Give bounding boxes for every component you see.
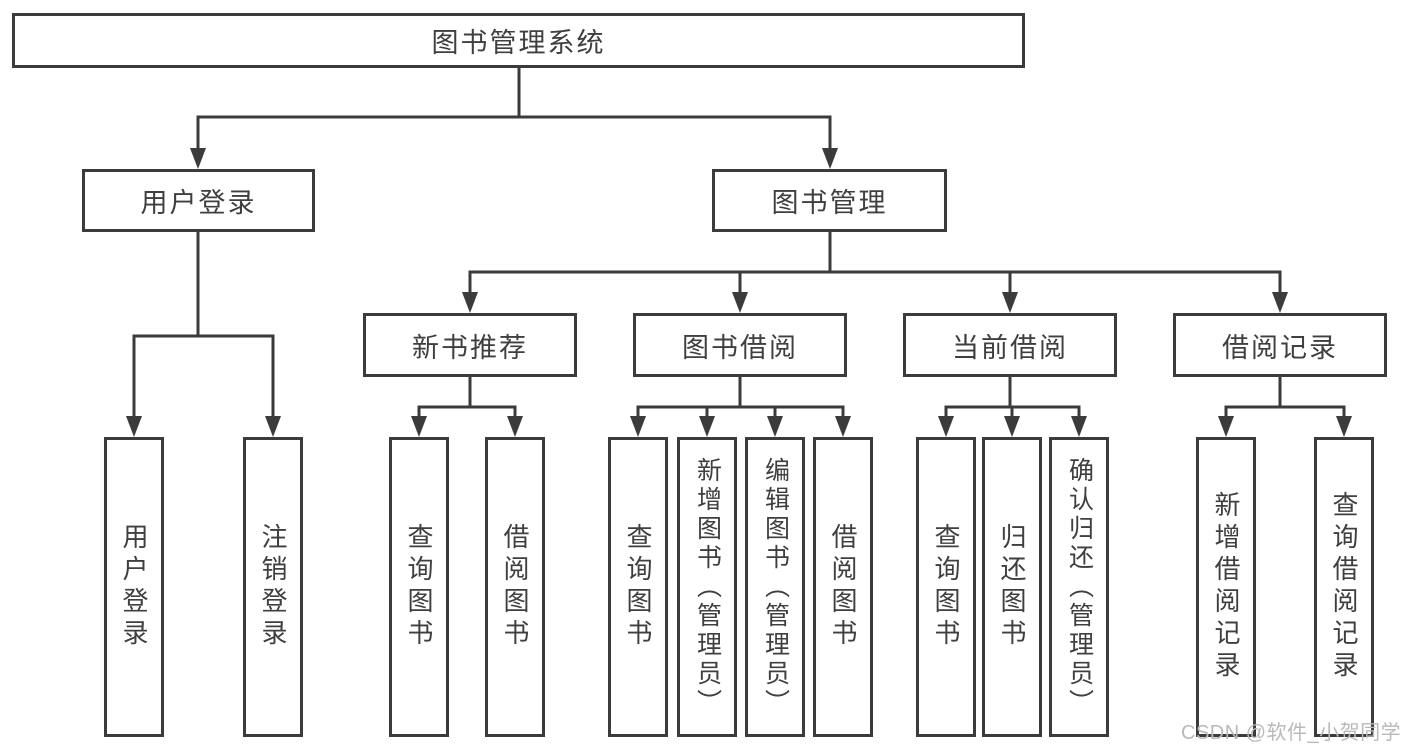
arrowheads <box>126 148 1352 437</box>
leaf-logout-label: 注销登录 <box>258 523 288 651</box>
leaf-borrow-book-2-label: 借阅图书 <box>828 523 858 651</box>
leaf-query-borrow-record: 查询借阅记录 <box>1314 437 1374 737</box>
node-new-book-recommend: 新书推荐 <box>363 313 577 377</box>
leaf-add-book-admin: 新增图书（管理员） <box>677 437 737 737</box>
node-borrowing-records-label: 借阅记录 <box>1222 332 1338 363</box>
leaf-borrow-book-2: 借阅图书 <box>813 437 873 737</box>
leaf-add-book-admin-label: 新增图书（管理员） <box>693 456 722 718</box>
leaf-query-book-3: 查询图书 <box>916 437 976 737</box>
node-book-management-label: 图书管理 <box>771 188 888 218</box>
node-new-book-recommend-label: 新书推荐 <box>412 332 528 363</box>
leaf-borrow-book-1: 借阅图书 <box>485 437 545 737</box>
leaf-add-borrow-record: 新增借阅记录 <box>1196 437 1256 737</box>
node-borrowing-records: 借阅记录 <box>1173 313 1387 377</box>
leaf-borrow-book-1-label: 借阅图书 <box>500 523 530 651</box>
leaf-query-borrow-record-label: 查询借阅记录 <box>1329 491 1359 683</box>
leaf-query-book-2: 查询图书 <box>608 437 668 737</box>
node-current-borrowing-label: 当前借阅 <box>952 332 1068 363</box>
leaf-confirm-return-admin-label: 确认归还（管理员） <box>1065 456 1094 718</box>
leaf-query-book-1: 查询图书 <box>389 437 449 737</box>
leaf-return-book-label: 归还图书 <box>997 523 1027 651</box>
leaf-confirm-return-admin: 确认归还（管理员） <box>1049 437 1109 737</box>
watermark: CSDN @软件_小贺同学 <box>1181 722 1402 744</box>
leaf-user-login: 用户登录 <box>104 437 164 737</box>
node-root: 图书管理系统 <box>12 13 1025 68</box>
node-user-login: 用户登录 <box>82 169 315 232</box>
leaf-edit-book-admin-label: 编辑图书（管理员） <box>761 456 790 718</box>
leaf-logout: 注销登录 <box>243 437 303 737</box>
node-book-borrowing: 图书借阅 <box>633 313 847 377</box>
leaf-user-login-label: 用户登录 <box>119 523 149 651</box>
node-user-login-label: 用户登录 <box>140 188 257 218</box>
leaf-return-book: 归还图书 <box>982 437 1042 737</box>
leaf-edit-book-admin: 编辑图书（管理员） <box>745 437 805 737</box>
node-book-management: 图书管理 <box>712 169 947 232</box>
leaf-add-borrow-record-label: 新增借阅记录 <box>1211 491 1241 683</box>
leaf-query-book-2-label: 查询图书 <box>623 523 653 651</box>
node-current-borrowing: 当前借阅 <box>903 313 1117 377</box>
node-book-borrowing-label: 图书借阅 <box>682 332 798 363</box>
leaf-query-book-1-label: 查询图书 <box>404 523 434 651</box>
leaf-query-book-3-label: 查询图书 <box>931 523 961 651</box>
node-root-label: 图书管理系统 <box>431 28 606 58</box>
